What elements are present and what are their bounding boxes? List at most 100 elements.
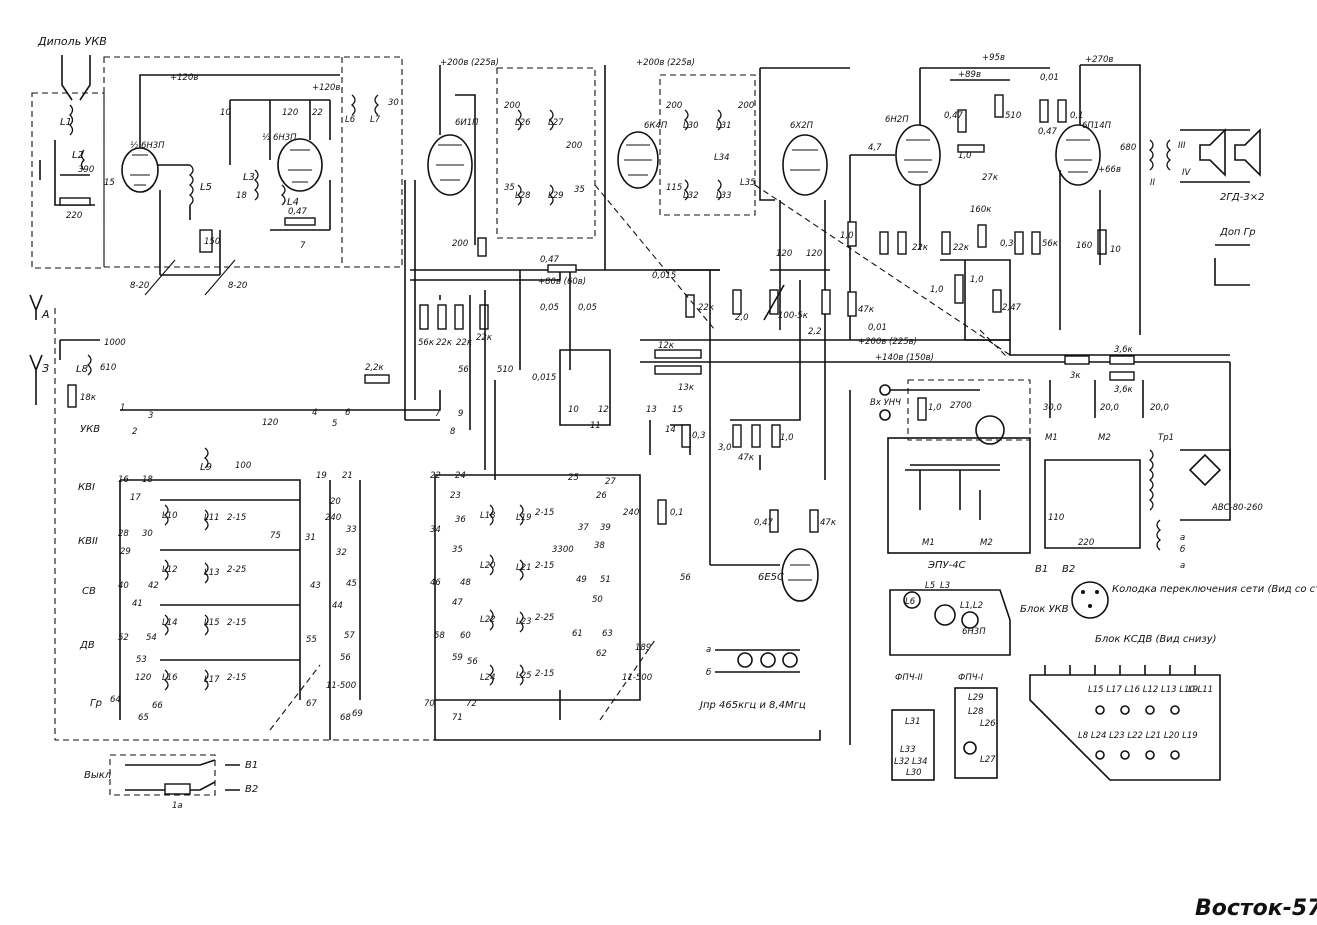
svg-text:150: 150: [204, 237, 220, 247]
svg-text:37: 37: [578, 523, 589, 533]
svg-text:В2: В2: [1062, 564, 1075, 575]
svg-text:100-5к: 100-5к: [778, 311, 809, 321]
svg-text:22к: 22к: [698, 303, 715, 313]
svg-text:2-15: 2-15: [535, 669, 554, 679]
svg-text:15: 15: [672, 405, 683, 415]
svg-text:ЭПУ-4С: ЭПУ-4С: [927, 560, 966, 571]
svg-text:110: 110: [1048, 513, 1064, 523]
svg-text:22: 22: [312, 108, 323, 118]
svg-text:0,47: 0,47: [754, 518, 774, 528]
svg-text:В1: В1: [1035, 564, 1048, 575]
fpch1-drawing: ФПЧ-I L29 L28 L26 L27: [954, 673, 998, 779]
svg-text:61: 61: [572, 629, 583, 639]
ksdv-block-drawing: Блок КСДВ (Вид снизу) L15 L17 L16 L12 L1…: [1029, 634, 1221, 781]
svg-text:L31: L31: [716, 121, 732, 131]
svg-text:33: 33: [346, 525, 357, 535]
svg-text:L35: L35: [740, 178, 756, 188]
svg-text:29: 29: [120, 547, 131, 557]
svg-text:56к: 56к: [1042, 239, 1059, 249]
svg-text:120: 120: [262, 418, 278, 428]
pilot-lamp-icon: [760, 652, 776, 668]
svg-text:44: 44: [332, 601, 343, 611]
svg-text:71: 71: [452, 713, 463, 723]
svg-text:18к: 18к: [80, 393, 97, 403]
svg-text:2-25: 2-25: [227, 565, 246, 575]
svg-text:6Н2П: 6Н2П: [885, 115, 909, 125]
svg-text:240: 240: [623, 508, 639, 518]
svg-text:2,47: 2,47: [1002, 303, 1022, 313]
svg-text:56: 56: [458, 365, 469, 375]
svg-text:L3: L3: [243, 172, 255, 183]
svg-text:L1,L2: L1,L2: [960, 601, 983, 611]
svg-text:L21: L21: [516, 563, 532, 573]
svg-text:3к: 3к: [1070, 371, 1081, 381]
svg-text:13к: 13к: [678, 383, 695, 393]
svg-text:1,0: 1,0: [928, 403, 942, 413]
svg-text:0,3: 0,3: [1000, 239, 1014, 249]
svg-text:510: 510: [497, 365, 513, 375]
svg-text:АВС-80-260: АВС-80-260: [1211, 503, 1263, 513]
svg-text:19: 19: [316, 471, 327, 481]
svg-text:64: 64: [110, 695, 121, 705]
svg-text:11: 11: [590, 421, 601, 431]
svg-text:680: 680: [1120, 143, 1136, 153]
pilot-lamp-icon: [782, 652, 798, 668]
svg-text:В1: В1: [245, 760, 258, 771]
svg-text:Тр1: Тр1: [1158, 433, 1174, 443]
svg-text:+66в: +66в: [1098, 165, 1121, 175]
svg-text:10: 10: [220, 108, 231, 118]
svg-text:0,1: 0,1: [1070, 111, 1084, 121]
svg-text:0,05: 0,05: [540, 303, 559, 313]
audio-preamp: +89в +95в 6Н2П 4,7 1,0 47к 0,01 22к 22к …: [840, 53, 1059, 359]
svg-text:45: 45: [346, 579, 357, 589]
svg-text:L13: L13: [204, 568, 220, 578]
svg-text:20: 20: [330, 497, 341, 507]
svg-text:L28: L28: [968, 707, 984, 717]
svg-text:Блок КСДВ (Вид снизу): Блок КСДВ (Вид снизу): [1095, 634, 1217, 645]
svg-text:L28: L28: [515, 191, 531, 201]
svg-text:М1: М1: [922, 538, 935, 548]
page-title: Восток-57: [1195, 896, 1317, 921]
svg-text:0,015: 0,015: [532, 373, 556, 383]
svg-text:6Е5С: 6Е5С: [758, 572, 784, 583]
svg-text:L15: L15: [204, 618, 220, 628]
svg-text:3,6к: 3,6к: [1114, 385, 1134, 395]
svg-text:21: 21: [342, 471, 353, 481]
svg-text:18: 18: [236, 191, 247, 201]
svg-text:25: 25: [568, 473, 579, 483]
svg-text:510: 510: [1005, 111, 1021, 121]
svg-text:30,0: 30,0: [1043, 403, 1062, 413]
svg-text:42: 42: [148, 581, 159, 591]
svg-text:12к: 12к: [658, 341, 675, 351]
svg-text:51: 51: [600, 575, 611, 585]
svg-text:ДВ: ДВ: [79, 640, 95, 651]
svg-text:L27: L27: [548, 118, 564, 128]
svg-text:22к: 22к: [953, 243, 970, 253]
svg-text:1: 1: [120, 403, 125, 413]
svg-text:а: а: [1180, 533, 1185, 543]
svg-text:8: 8: [450, 427, 456, 437]
svg-text:2700: 2700: [950, 401, 972, 411]
svg-text:½ 6Н3П: ½ 6Н3П: [262, 133, 297, 143]
svg-text:30: 30: [142, 529, 153, 539]
svg-text:Выкл: Выкл: [84, 770, 112, 781]
svg-text:L1: L1: [60, 117, 72, 128]
svg-text:67: 67: [306, 699, 317, 709]
svg-text:Колодка переключения сети (Вид: Колодка переключения сети (Вид со сторон…: [1112, 584, 1317, 595]
svg-text:390: 390: [78, 165, 94, 175]
svg-text:L34: L34: [714, 153, 730, 163]
svg-text:14: 14: [665, 425, 676, 435]
svg-text:48: 48: [460, 578, 471, 588]
svg-text:47: 47: [452, 598, 463, 608]
svg-text:200: 200: [452, 239, 468, 249]
svg-text:10: 10: [1110, 245, 1121, 255]
svg-text:L11: L11: [204, 513, 220, 523]
svg-text:УКВ: УКВ: [80, 424, 100, 435]
detector-stage: 6Х2П 120 120 2,0 100-5к 2,2 3,0 47к 1,0: [718, 67, 850, 480]
svg-text:1,0: 1,0: [958, 151, 972, 161]
svg-text:L4: L4: [287, 197, 299, 208]
svg-text:40: 40: [118, 581, 129, 591]
svg-text:2-15: 2-15: [535, 561, 554, 571]
svg-text:L26: L26: [980, 719, 996, 729]
